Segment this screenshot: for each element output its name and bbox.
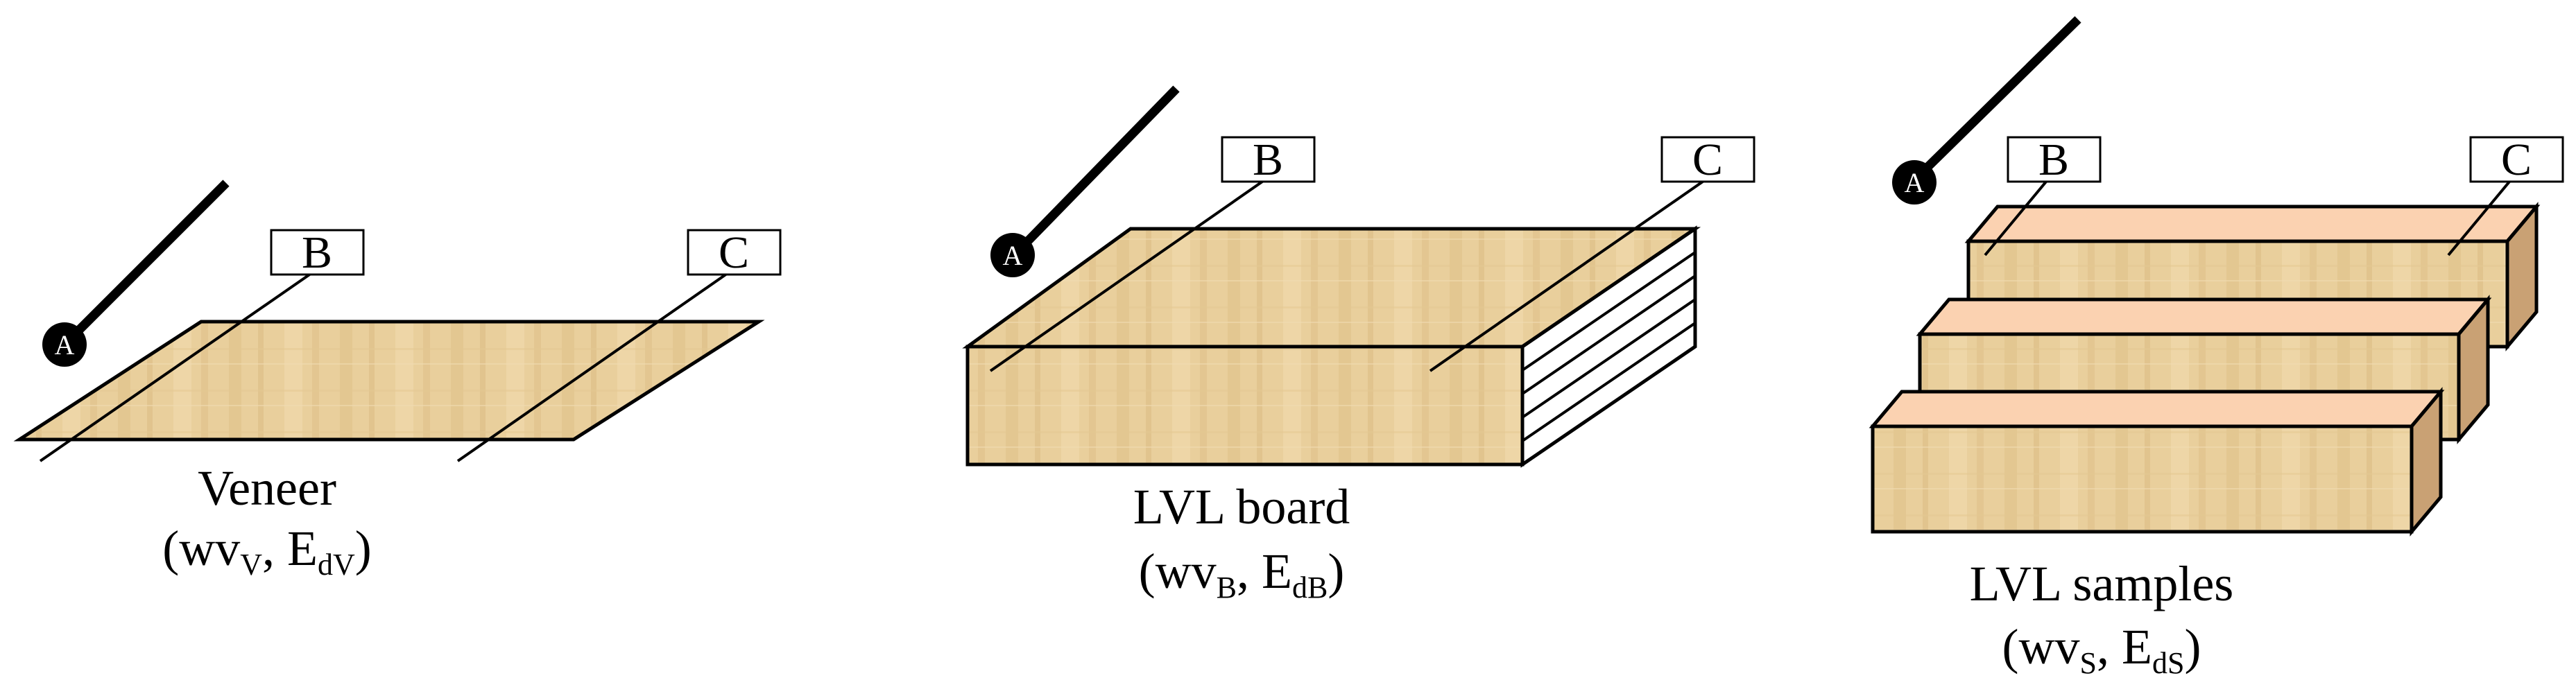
samples-line-c <box>2447 172 2518 256</box>
samples-line-b <box>1984 172 2054 256</box>
board-params: (wvB, EdB) <box>1139 543 1345 605</box>
veneer-line-b <box>39 269 317 462</box>
veneer-line-c <box>456 269 733 462</box>
board-line-b <box>989 175 1271 372</box>
board-marker-a <box>990 233 1035 277</box>
samples-box-c-label: C <box>2501 134 2532 185</box>
veneer-box-c-label: C <box>719 227 749 278</box>
board-marker-a-label: A <box>1003 240 1023 271</box>
board-box-b <box>1221 136 1316 183</box>
board-box-c-label: C <box>1692 134 1723 185</box>
samples-params: (wvS, EdS) <box>2002 619 2201 680</box>
samples-box-c <box>2469 136 2564 183</box>
veneer-params: (wvV, EdV) <box>162 521 372 582</box>
board-title: LVL board <box>1133 479 1350 534</box>
veneer-probe-a <box>66 180 230 343</box>
board-group: A B C LVL board (wvB, EdB) <box>962 85 1755 605</box>
veneer-marker-a-label: A <box>55 329 75 360</box>
samples-probe-a <box>1918 16 2081 177</box>
board-box-c <box>1660 136 1755 183</box>
veneer-marker-a <box>42 322 87 367</box>
veneer-box-b-label: B <box>302 227 332 278</box>
samples-marker-a-label: A <box>1905 167 1925 198</box>
veneer-title: Veneer <box>198 460 336 516</box>
samples-box-b-label: B <box>2038 134 2069 185</box>
board-box-b-label: B <box>1253 134 1283 185</box>
board-layer-lines <box>1521 251 1697 442</box>
samples-marker-a <box>1892 160 1937 205</box>
samples-group: A B C LVL samples (wvS, EdS) <box>1869 16 2564 680</box>
veneer-box-b <box>270 229 365 276</box>
samples-title: LVL samples <box>1970 556 2234 611</box>
samples-box-b <box>2007 136 2102 183</box>
veneer-sheet <box>13 320 765 442</box>
veneer-box-c <box>687 229 782 276</box>
board-line-c <box>1429 175 1711 372</box>
board-front-face <box>965 345 1525 467</box>
sample-front <box>1869 387 2445 537</box>
board-side-face <box>1520 225 1697 468</box>
board-probe-a <box>1016 85 1180 253</box>
veneer-group: A B C Veneer (wvV, EdV) <box>13 180 782 582</box>
